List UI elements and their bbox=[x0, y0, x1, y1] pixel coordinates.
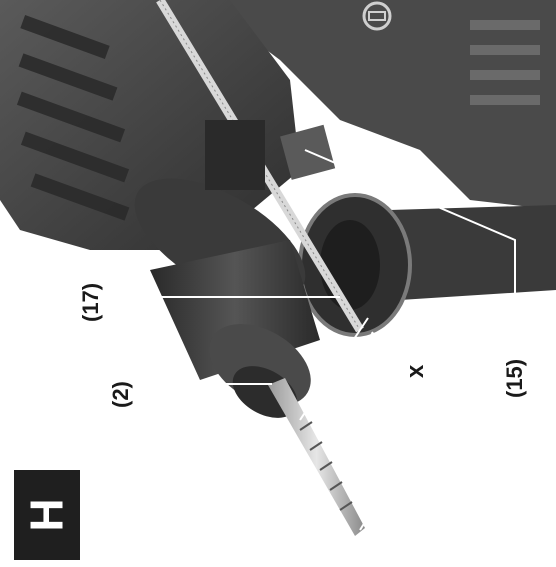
dimension-x bbox=[299, 317, 431, 531]
housing-right bbox=[0, 0, 556, 210]
label-15: (15) bbox=[502, 358, 527, 398]
depth-stop-clamp bbox=[280, 124, 336, 180]
label-2: (2) bbox=[108, 381, 133, 408]
auxiliary-handle bbox=[390, 205, 556, 300]
leader-15 bbox=[304, 149, 516, 300]
bosch-logo-icon bbox=[362, 1, 392, 31]
drill-bit-icon bbox=[268, 378, 365, 536]
rod-holder bbox=[205, 120, 265, 190]
label-17: (17) bbox=[78, 282, 103, 322]
dimension-x-label: x bbox=[402, 364, 429, 378]
figure-letter: H bbox=[20, 498, 73, 532]
figure-letter-badge: H bbox=[14, 470, 80, 560]
